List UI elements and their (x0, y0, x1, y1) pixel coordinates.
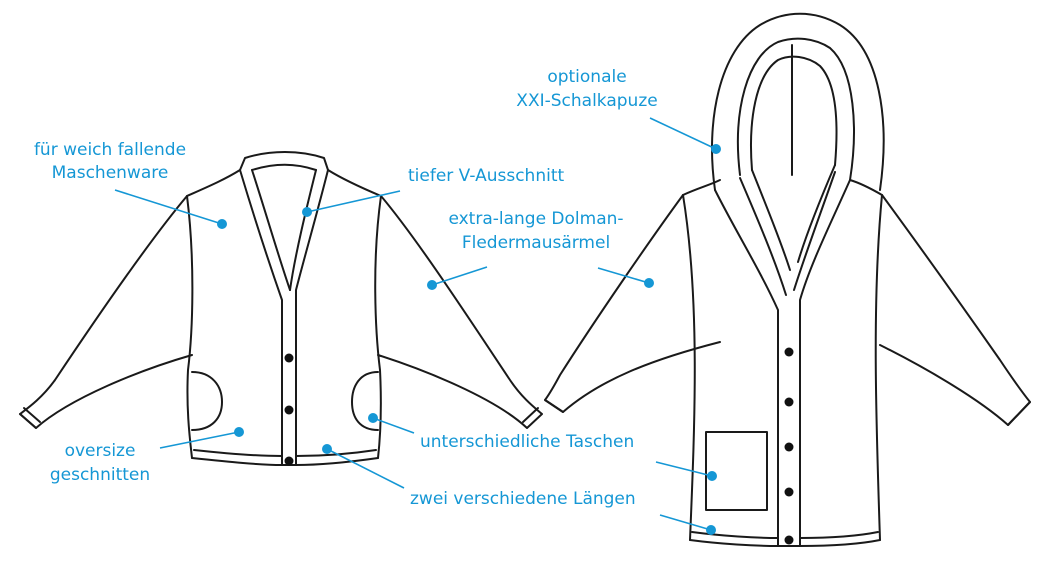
right-cardigan-button-4 (784, 487, 794, 497)
left-cardigan-left-cuff-line (23, 407, 41, 423)
left-cardigan-right-sleeve (377, 195, 543, 429)
annotation-soft-knit-line-1: für weich fallende (34, 140, 186, 160)
right-cardigan-left-side (682, 194, 696, 541)
annotation-sleeves: extra-lange Dolman- Fledermausärmel (427, 209, 654, 290)
annotation-lengths: zwei verschiedene Längen (322, 444, 716, 535)
annotation-pockets-leader-right (655, 461, 713, 477)
hood-inner (736, 37, 855, 181)
annotation-soft-knit-leader (114, 189, 223, 225)
annotation-pockets-dot-left (368, 413, 378, 423)
left-cardigan-button-3 (284, 456, 294, 466)
annotation-sleeves-dot-right (644, 278, 654, 288)
annotation-v-neck-leader (306, 190, 401, 213)
annotation-soft-knit-line-2: Maschenware (52, 163, 169, 183)
left-cardigan-neck-band (239, 151, 329, 171)
left-cardigan-hem-line (193, 449, 377, 457)
left-cardigan-left-pocket (191, 371, 223, 431)
right-cardigan-button-3 (784, 442, 794, 452)
right-cardigan-patch-pocket (705, 431, 768, 511)
annotation-oversize-line-2: geschnitten (50, 465, 150, 485)
annotation-sleeves-line-2: Fledermausärmel (462, 233, 610, 253)
left-cardigan-left-side (186, 195, 194, 459)
annotation-lengths-leader-left (326, 448, 405, 489)
annotation-oversize: oversize geschnitten (50, 427, 244, 485)
right-cardigan-button-1 (784, 347, 794, 357)
left-cardigan-neck-inner (251, 163, 317, 171)
left-cardigan-left-sleeve (19, 195, 193, 429)
annotation-v-neck: tiefer V-Ausschnitt (302, 166, 564, 217)
left-cardigan-right-shoulder (327, 169, 382, 197)
right-cardigan-button-5 (784, 535, 794, 545)
left-cardigan-left-cuff (19, 413, 37, 429)
annotation-soft-knit-dot (217, 219, 227, 229)
short-cardigan-illustration (19, 151, 543, 466)
annotation-v-neck-dot (302, 207, 312, 217)
annotation-hood-leader (649, 117, 717, 150)
hood-outer (711, 12, 885, 191)
left-cardigan-button-2 (284, 405, 294, 415)
right-cardigan-left-sleeve (544, 194, 721, 413)
right-cardigan-left-band-inner (739, 177, 787, 296)
annotation-sleeves-dot-left (427, 280, 437, 290)
annotation-hood-line-2: XXI-Schalkapuze (516, 91, 657, 111)
right-cardigan-button-2 (784, 397, 794, 407)
annotation-lengths-dot-right (706, 525, 716, 535)
right-cardigan-left-front-band (714, 189, 779, 546)
annotation-lengths-leader-right (659, 514, 712, 531)
annotation-pockets-dot-right (707, 471, 717, 481)
annotation-lengths-label: zwei verschiedene Längen (410, 489, 636, 509)
right-cardigan-collar-fold (751, 164, 836, 271)
annotation-soft-knit: für weich fallende Maschenware (34, 140, 227, 229)
left-cardigan-right-pocket (351, 371, 379, 431)
annotation-pockets-leader-left (372, 417, 415, 434)
right-cardigan-left-cuff (544, 399, 564, 413)
annotation-v-neck-label: tiefer V-Ausschnitt (408, 166, 564, 186)
annotation-hood: optionale XXI-Schalkapuze (516, 67, 721, 154)
annotation-oversize-leader (159, 431, 240, 449)
right-cardigan-hem-line (691, 531, 879, 539)
annotation-sleeves-leader-right (597, 267, 650, 284)
annotation-sleeves-line-1: extra-lange Dolman- (448, 209, 623, 229)
annotation-oversize-line-1: oversize (65, 441, 136, 461)
annotation-oversize-dot (234, 427, 244, 437)
right-cardigan-left-shoulder (682, 179, 721, 196)
left-cardigan-left-front-band (239, 169, 283, 466)
annotation-hood-line-1: optionale (547, 67, 626, 87)
right-cardigan-hem (689, 539, 881, 547)
annotation-pockets: unterschiedliche Taschen (368, 413, 717, 481)
annotation-pockets-label: unterschiedliche Taschen (420, 432, 634, 452)
left-cardigan-button-1 (284, 353, 294, 363)
hood-face-opening (750, 55, 838, 171)
right-cardigan-right-sleeve (879, 194, 1031, 426)
left-cardigan-right-cuff-line (522, 407, 539, 423)
annotation-lengths-dot-left (322, 444, 332, 454)
left-cardigan-left-band-inner (251, 169, 291, 291)
annotation-hood-dot (711, 144, 721, 154)
left-cardigan-left-shoulder (186, 169, 241, 197)
right-cardigan-right-shoulder (849, 179, 883, 196)
left-cardigan-right-side (374, 195, 382, 459)
left-cardigan-right-front-band (295, 169, 329, 466)
left-cardigan-right-band-inner (289, 169, 317, 291)
right-cardigan-right-side (874, 194, 883, 541)
long-hooded-cardigan-illustration (544, 12, 1031, 547)
right-cardigan-right-band-inner (793, 171, 836, 291)
right-cardigan-right-front-band (799, 179, 851, 546)
right-cardigan-right-cuff (1007, 401, 1031, 426)
annotation-sleeves-leader-left (431, 266, 488, 286)
